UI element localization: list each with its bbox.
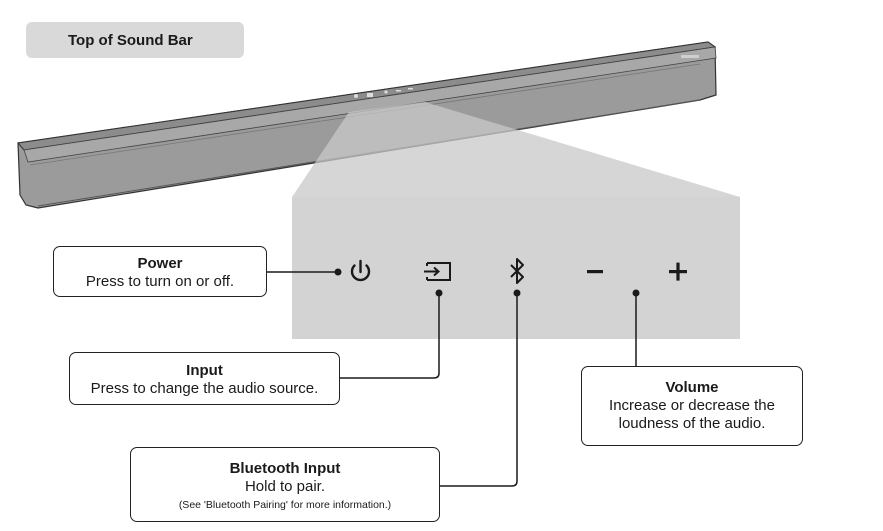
section-tag-label: Top of Sound Bar xyxy=(68,31,193,49)
section-tag: Top of Sound Bar xyxy=(26,22,244,58)
callout-volume-title: Volume xyxy=(665,379,719,396)
bluetooth-icon xyxy=(510,258,524,284)
leader-input xyxy=(340,293,440,379)
callout-volume-desc-line1: Increase or decrease the xyxy=(609,397,775,414)
callout-volume: Volume Increase or decrease the loudness… xyxy=(581,366,803,446)
callout-volume-desc-line2: loudness of the audio. xyxy=(618,415,766,432)
callout-bluetooth-desc: Hold to pair. xyxy=(244,478,326,495)
volume-down-icon xyxy=(587,270,603,274)
callout-power: Power Press to turn on or off. xyxy=(53,246,267,297)
callout-power-desc: Press to turn on or off. xyxy=(85,273,235,290)
leader-dots xyxy=(334,268,640,297)
leader-lines xyxy=(267,271,637,487)
callout-bluetooth-note: (See 'Bluetooth Pairing' for more inform… xyxy=(178,499,392,511)
leader-bluetooth xyxy=(440,293,518,487)
callout-bluetooth: Bluetooth Input Hold to pair. (See 'Blue… xyxy=(130,447,440,522)
callout-input: Input Press to change the audio source. xyxy=(69,352,340,405)
callout-power-title: Power xyxy=(137,255,183,272)
zoom-funnel xyxy=(292,102,740,197)
input-icon xyxy=(424,262,451,281)
callout-input-desc: Press to change the audio source. xyxy=(90,380,319,397)
volume-up-icon xyxy=(669,262,687,281)
power-icon xyxy=(350,259,371,282)
callout-input-title: Input xyxy=(186,362,223,379)
callout-bluetooth-title: Bluetooth Input xyxy=(229,460,341,477)
